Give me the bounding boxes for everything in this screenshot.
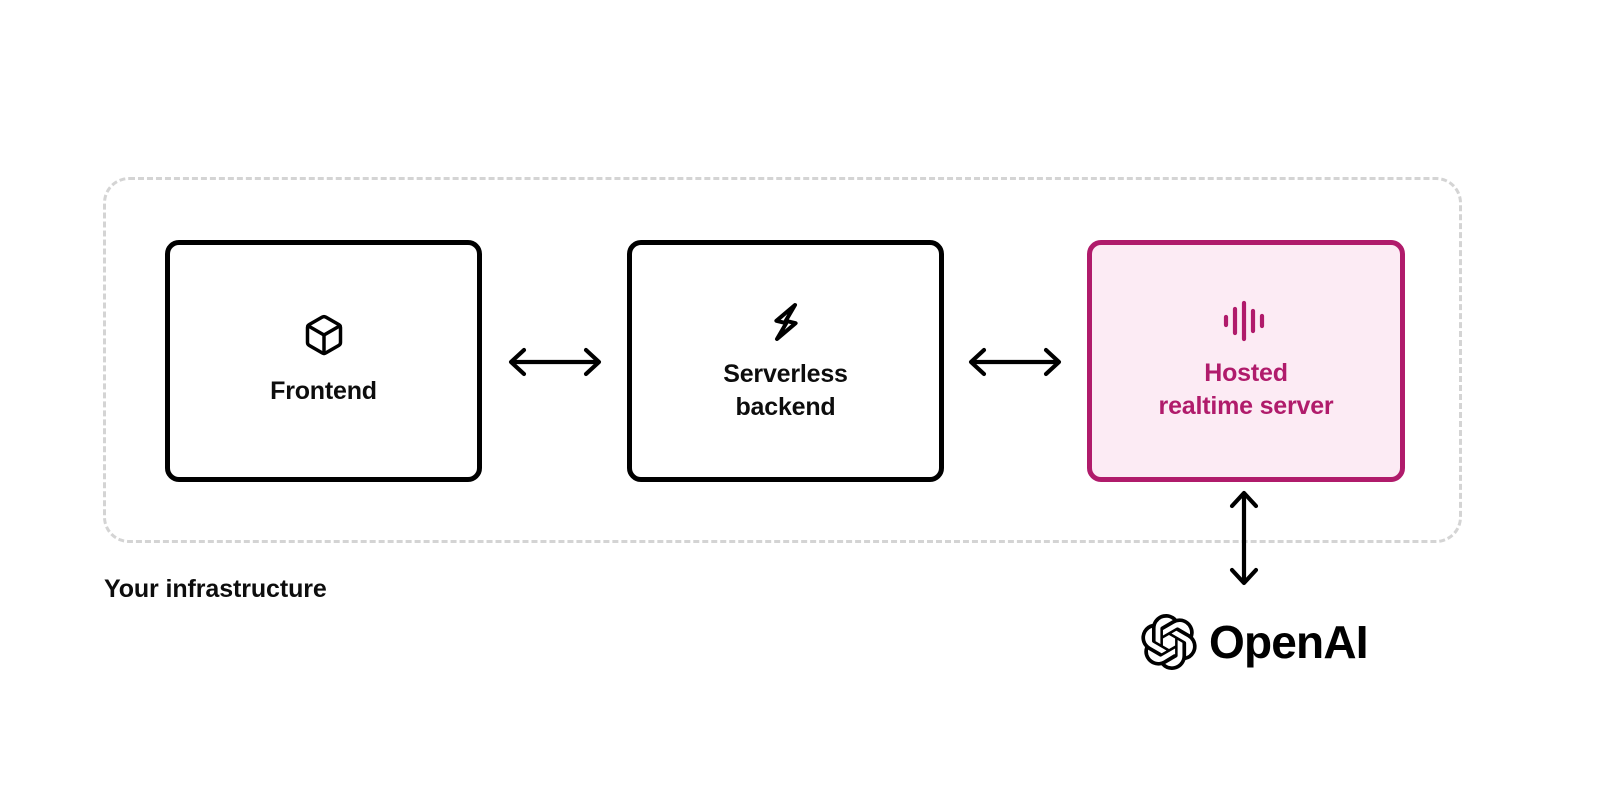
openai-wordmark: OpenAI — [1209, 616, 1369, 668]
node-serverless-backend[interactable]: Serverless backend — [627, 240, 944, 482]
openai-lockup: OpenAI — [1141, 614, 1369, 671]
node-hosted-realtime-server-label: Hosted realtime server — [1158, 358, 1334, 420]
your-infrastructure-label: Your infrastructure — [104, 575, 327, 603]
node-hosted-realtime-server[interactable]: Hosted realtime server — [1087, 240, 1405, 482]
node-serverless-backend-label: Serverless backend — [723, 359, 848, 421]
lightning-bolt-icon — [762, 298, 810, 346]
node-frontend-label: Frontend — [270, 377, 377, 406]
node-frontend[interactable]: Frontend — [165, 240, 482, 482]
your-infrastructure-group — [103, 177, 1462, 543]
audio-waveform-icon — [1222, 299, 1270, 343]
cube-icon — [302, 313, 346, 357]
openai-logo — [1141, 614, 1197, 671]
connector-backend-hosted-icon — [960, 336, 1070, 388]
connector-frontend-backend-icon — [500, 336, 610, 388]
connector-hosted-openai-icon — [1215, 482, 1273, 594]
